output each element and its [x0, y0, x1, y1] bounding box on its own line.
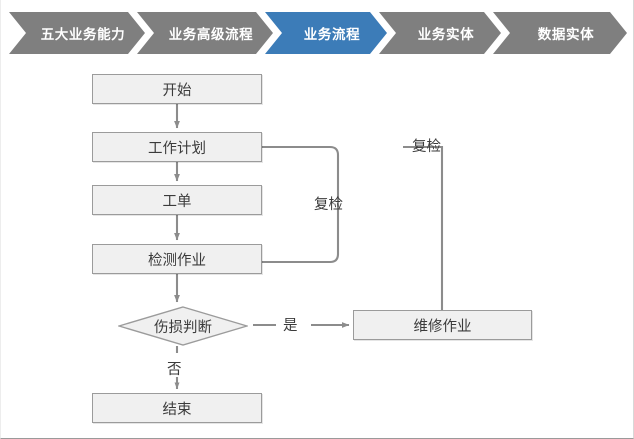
node-damage-decision-label: 伤损判断: [154, 319, 212, 336]
node-end-label: 结束: [162, 401, 192, 418]
node-start-label: 开始: [162, 82, 192, 99]
node-inspection-label: 检测作业: [148, 252, 206, 269]
node-repair[interactable]: 维修作业: [353, 310, 532, 340]
edge-label-no: 否: [167, 362, 182, 378]
node-inspection[interactable]: 检测作业: [92, 244, 262, 274]
edge-label-recheck-inner: 复检: [314, 197, 343, 213]
edge-label-recheck-outer: 复检: [412, 139, 441, 155]
node-damage-decision[interactable]: 伤损判断: [118, 306, 248, 346]
node-end[interactable]: 结束: [92, 393, 262, 423]
node-repair-label: 维修作业: [413, 318, 472, 335]
diamond-shape: [118, 306, 248, 346]
node-work-order-label: 工单: [162, 193, 192, 210]
edge-recheck-outer: [403, 145, 444, 310]
node-work-plan[interactable]: 工作计划: [92, 132, 262, 162]
edge-label-yes: 是: [283, 318, 298, 334]
node-work-plan-label: 工作计划: [148, 140, 206, 157]
node-start[interactable]: 开始: [92, 74, 262, 104]
node-work-order[interactable]: 工单: [92, 185, 262, 215]
